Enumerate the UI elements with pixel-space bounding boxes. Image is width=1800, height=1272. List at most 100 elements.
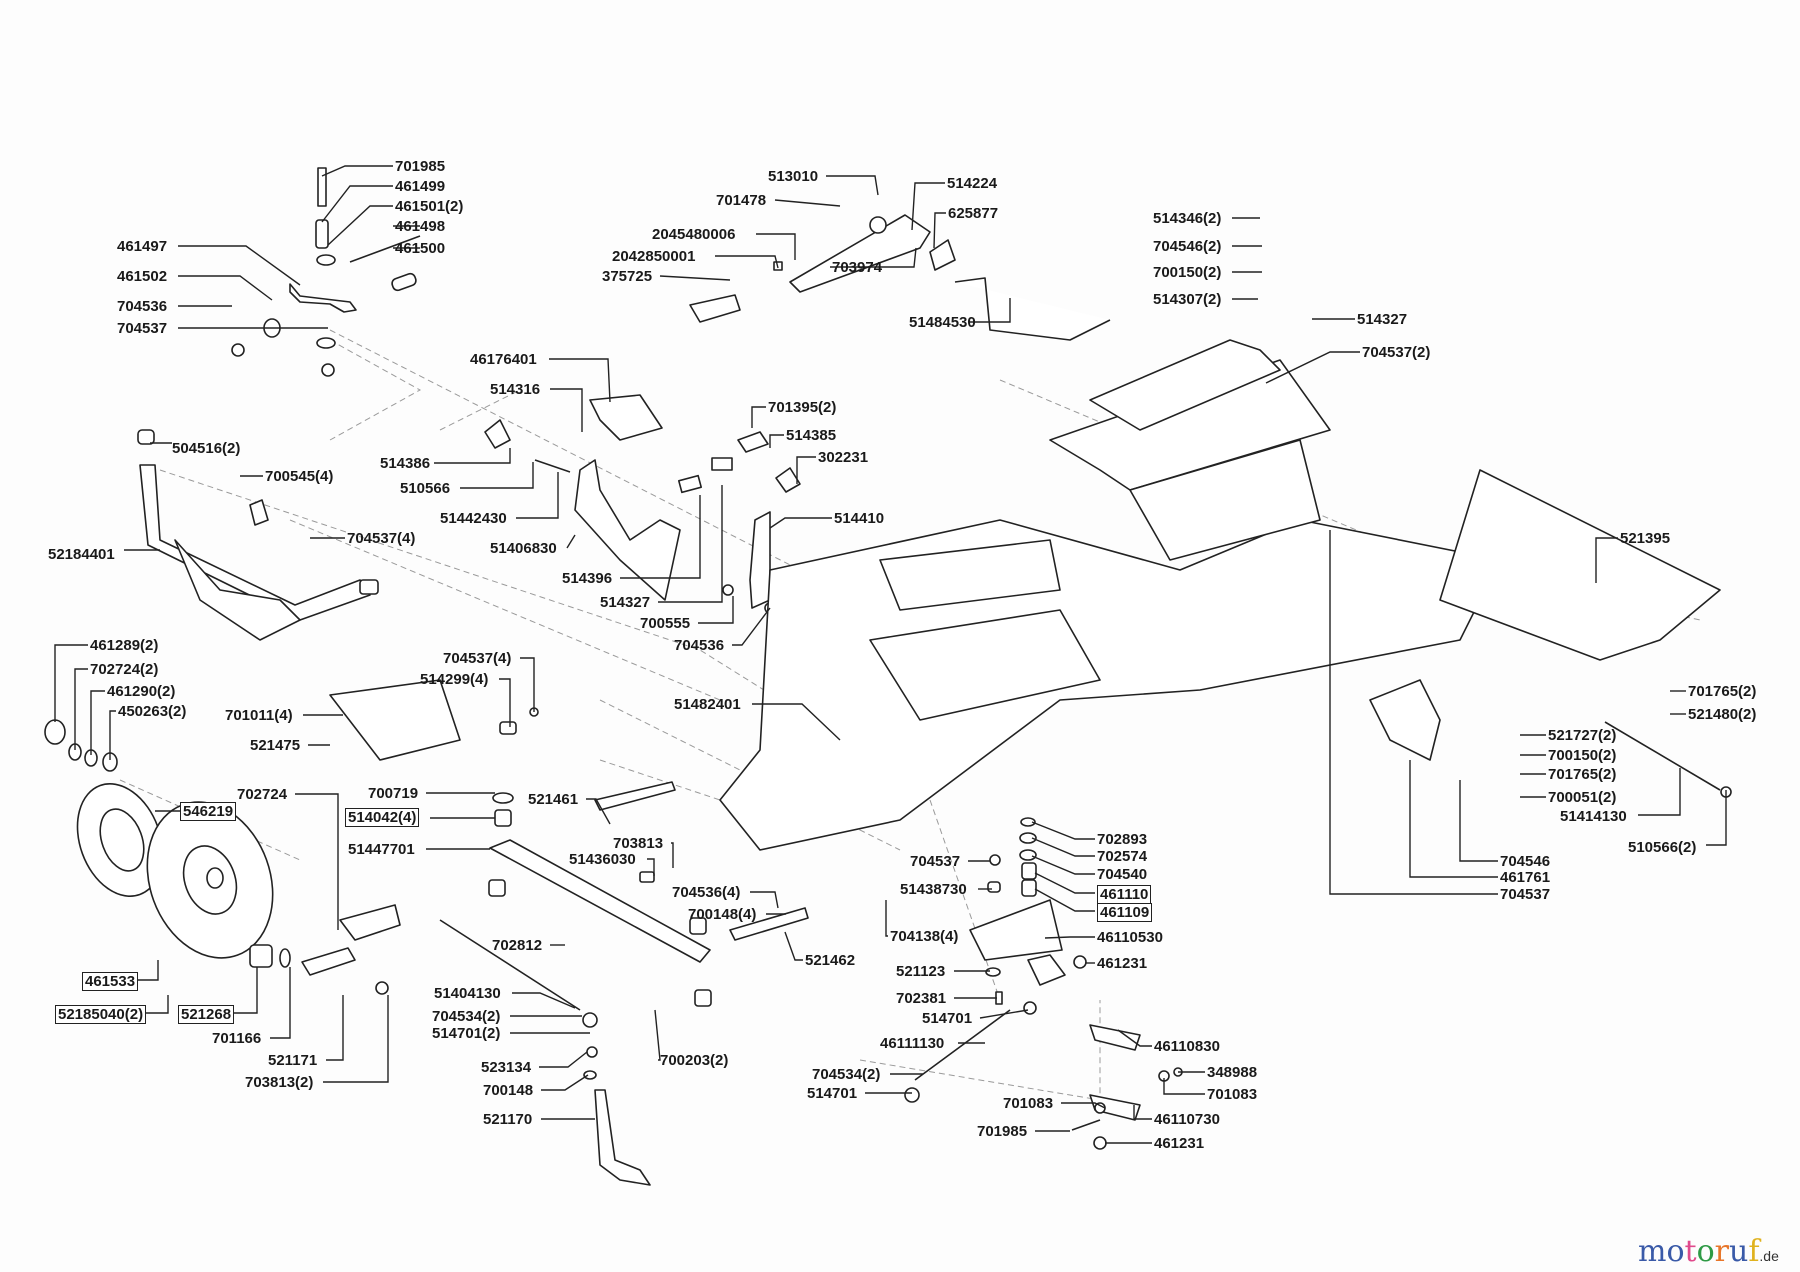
part-label-514299[interactable]: 514299(4) <box>420 671 489 688</box>
part-label-375725[interactable]: 375725 <box>602 268 653 285</box>
part-label-348988[interactable]: 348988 <box>1207 1064 1258 1081</box>
part-label-51438730[interactable]: 51438730 <box>900 881 967 898</box>
part-label-514386[interactable]: 514386 <box>380 455 431 472</box>
part-label-704536c[interactable]: 704536(4) <box>672 884 741 901</box>
part-label-703974[interactable]: 703974 <box>832 259 883 276</box>
part-label-521395[interactable]: 521395 <box>1620 530 1671 547</box>
part-label-703813b[interactable]: 703813(2) <box>245 1074 314 1091</box>
part-label-46111130[interactable]: 46111130 <box>880 1035 945 1052</box>
part-label-702381[interactable]: 702381 <box>896 990 947 1007</box>
part-label-52184401[interactable]: 52184401 <box>48 546 115 563</box>
part-label-700150b[interactable]: 700150(2) <box>1548 747 1617 764</box>
part-label-302231[interactable]: 302231 <box>818 449 869 466</box>
part-label-51404130[interactable]: 51404130 <box>434 985 501 1002</box>
part-label-51406830[interactable]: 51406830 <box>490 540 557 557</box>
part-label-701083b[interactable]: 701083 <box>1003 1095 1054 1112</box>
part-label-514316[interactable]: 514316 <box>490 381 541 398</box>
part-label-514410[interactable]: 514410 <box>834 510 885 527</box>
part-label-701478[interactable]: 701478 <box>716 192 767 209</box>
part-label-704540[interactable]: 704540 <box>1097 866 1148 883</box>
part-label-701765a[interactable]: 701765(2) <box>1688 683 1757 700</box>
part-label-514396[interactable]: 514396 <box>562 570 613 587</box>
part-label-461501[interactable]: 461501(2) <box>395 198 464 215</box>
part-label-704546b[interactable]: 704546 <box>1500 853 1551 870</box>
part-label-704537b[interactable]: 704537(2) <box>1362 344 1431 361</box>
part-label-700148a[interactable]: 700148(4) <box>688 906 757 923</box>
part-label-704537e[interactable]: 704537 <box>910 853 961 870</box>
part-label-46110830[interactable]: 46110830 <box>1154 1038 1220 1055</box>
part-label-514042[interactable]: 514042(4) <box>345 808 420 827</box>
part-label-514701c[interactable]: 514701 <box>807 1085 858 1102</box>
part-label-701985b[interactable]: 701985 <box>977 1123 1028 1140</box>
part-label-704537c[interactable]: 704537(4) <box>347 530 416 547</box>
part-label-461290[interactable]: 461290(2) <box>107 683 176 700</box>
part-label-51414130[interactable]: 51414130 <box>1560 808 1627 825</box>
part-label-461761[interactable]: 461761 <box>1500 869 1551 886</box>
part-label-521171[interactable]: 521171 <box>268 1052 318 1069</box>
part-label-546219[interactable]: 546219 <box>180 802 237 821</box>
part-label-703813a[interactable]: 703813 <box>613 835 664 852</box>
part-label-701395[interactable]: 701395(2) <box>768 399 837 416</box>
part-label-702893[interactable]: 702893 <box>1097 831 1148 848</box>
part-label-521123[interactable]: 521123 <box>896 963 946 980</box>
part-label-700051[interactable]: 700051(2) <box>1548 789 1617 806</box>
part-label-514701a[interactable]: 514701 <box>922 1010 973 1027</box>
part-label-461231b[interactable]: 461231 <box>1154 1135 1205 1152</box>
part-label-700545[interactable]: 700545(4) <box>265 468 334 485</box>
part-label-702574[interactable]: 702574 <box>1097 848 1148 865</box>
part-label-523134[interactable]: 523134 <box>481 1059 532 1076</box>
part-label-450263[interactable]: 450263(2) <box>118 703 187 720</box>
part-label-461109[interactable]: 461109 <box>1097 903 1153 922</box>
part-label-51442430[interactable]: 51442430 <box>440 510 507 527</box>
part-label-521268[interactable]: 521268 <box>178 1005 235 1024</box>
part-label-704546a[interactable]: 704546(2) <box>1153 238 1222 255</box>
part-label-702724a[interactable]: 702724(2) <box>90 661 159 678</box>
part-label-514385[interactable]: 514385 <box>786 427 837 444</box>
part-label-461533[interactable]: 461533 <box>82 972 139 991</box>
part-label-521480[interactable]: 521480(2) <box>1688 706 1757 723</box>
part-label-702812[interactable]: 702812 <box>492 937 543 954</box>
part-label-461498[interactable]: 461498 <box>395 218 446 235</box>
part-label-521170[interactable]: 521170 <box>483 1111 533 1128</box>
part-label-461502[interactable]: 461502 <box>117 268 168 285</box>
part-label-514224[interactable]: 514224 <box>947 175 998 192</box>
part-label-702724b[interactable]: 702724 <box>237 786 288 803</box>
part-label-701765b[interactable]: 701765(2) <box>1548 766 1617 783</box>
part-label-700719[interactable]: 700719 <box>368 785 419 802</box>
part-label-461110[interactable]: 461110 <box>1097 885 1152 904</box>
part-label-510566b[interactable]: 510566(2) <box>1628 839 1697 856</box>
part-label-704138[interactable]: 704138(4) <box>890 928 959 945</box>
part-label-701985[interactable]: 701985 <box>395 158 446 175</box>
part-label-51436030[interactable]: 51436030 <box>569 851 636 868</box>
part-label-521462[interactable]: 521462 <box>805 952 856 969</box>
part-label-701011[interactable]: 701011(4) <box>225 707 293 724</box>
part-label-52185040[interactable]: 52185040(2) <box>55 1005 147 1024</box>
part-label-704537a[interactable]: 704537 <box>117 320 168 337</box>
part-label-51484530[interactable]: 51484530 <box>909 314 976 331</box>
part-label-704534b[interactable]: 704534(2) <box>812 1066 881 1083</box>
part-label-51447701[interactable]: 51447701 <box>348 841 415 858</box>
part-label-461497[interactable]: 461497 <box>117 238 168 255</box>
part-label-700203[interactable]: 700203(2) <box>660 1052 729 1069</box>
part-label-700555[interactable]: 700555 <box>640 615 691 632</box>
part-label-461231a[interactable]: 461231 <box>1097 955 1148 972</box>
part-label-514701b[interactable]: 514701(2) <box>432 1025 501 1042</box>
part-label-2042850001[interactable]: 2042850001 <box>612 248 696 265</box>
part-label-704537f[interactable]: 704537 <box>1500 886 1551 903</box>
part-label-514327b[interactable]: 514327 <box>600 594 651 611</box>
part-label-704537d[interactable]: 704537(4) <box>443 650 512 667</box>
part-label-461289[interactable]: 461289(2) <box>90 637 159 654</box>
part-label-514307[interactable]: 514307(2) <box>1153 291 1222 308</box>
part-label-704534a[interactable]: 704534(2) <box>432 1008 501 1025</box>
part-label-514346[interactable]: 514346(2) <box>1153 210 1222 227</box>
part-label-51482401[interactable]: 51482401 <box>674 696 741 713</box>
part-label-701083a[interactable]: 701083 <box>1207 1086 1258 1103</box>
part-label-704536b[interactable]: 704536 <box>674 637 725 654</box>
part-label-521475[interactable]: 521475 <box>250 737 301 754</box>
part-label-46110730[interactable]: 46110730 <box>1154 1111 1220 1128</box>
part-label-521727[interactable]: 521727(2) <box>1548 727 1617 744</box>
part-label-513010[interactable]: 513010 <box>768 168 819 185</box>
part-label-46176401[interactable]: 46176401 <box>470 351 537 368</box>
part-label-514327a[interactable]: 514327 <box>1357 311 1408 328</box>
part-label-504516[interactable]: 504516(2) <box>172 440 241 457</box>
